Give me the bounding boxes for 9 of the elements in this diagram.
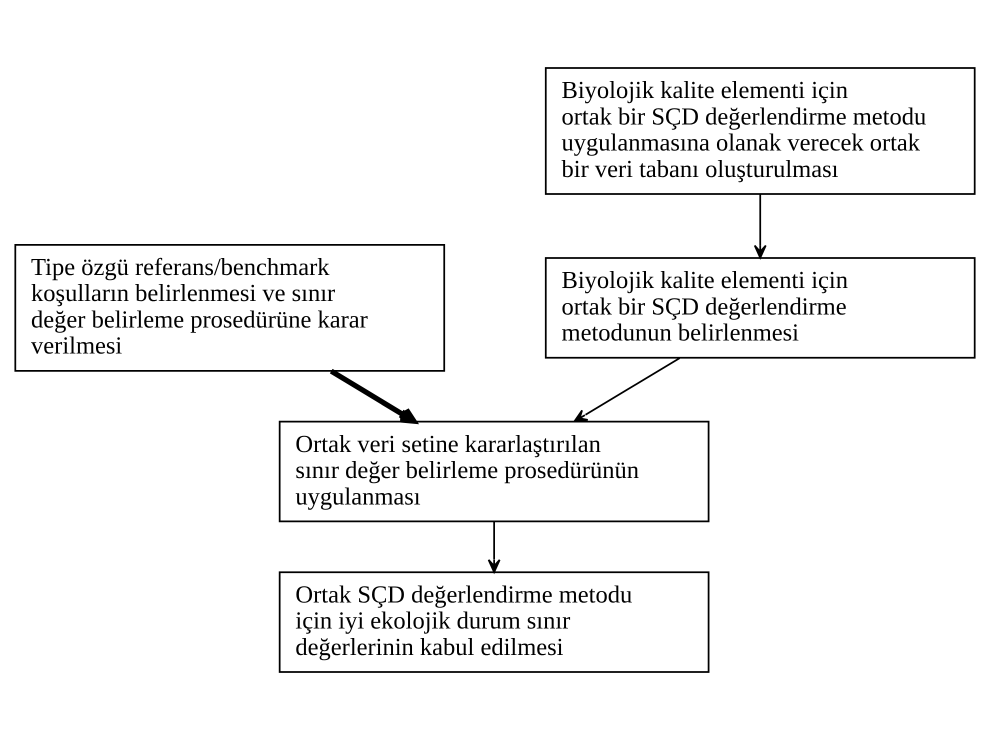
arrow [488,521,501,573]
arrow [330,368,416,424]
arrow [574,357,680,422]
arrow [754,194,767,259]
node-box: Tipe özgü referans/benchmark koşulların belirlenmesi ve sınır değer belirleme prosedürüne karar verilmesi [14,244,446,372]
node-box: Biyolojik kalite elementi için ortak bir SÇD değerlendirme metodu uygulanmasına olanak verecek ortak bir veri tabanı oluşturulması [544,67,976,195]
node-box: Ortak SÇD değerlendirme metodu için iyi ekolojik durum sınır değerlerinin kabul edilmesi [278,571,710,673]
node-box: Ortak veri setine kararlaştırılan sınır değer belirleme prosedürünün uygulanması [278,420,710,522]
node-box: Biyolojik kalite elementi için ortak bir SÇD değerlendirme metodunun belirlenmesi [544,257,976,359]
